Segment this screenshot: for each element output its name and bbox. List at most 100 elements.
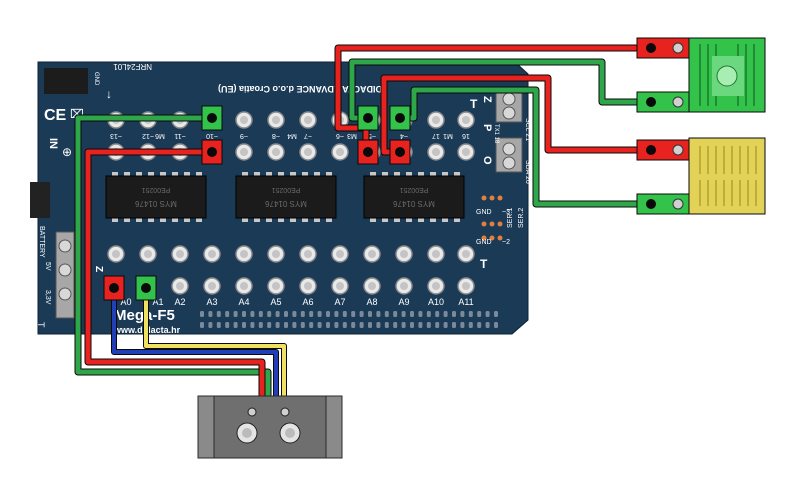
top-pin-label: ~9 (240, 132, 248, 139)
motor-label: M6 (155, 132, 165, 139)
down-arrow: ↓ (106, 87, 112, 101)
v33-label: 3,3V (44, 290, 51, 305)
header-hole (477, 311, 482, 317)
maker-text: DIDACTA ADVANCE d.o.o Croatia (EU) (218, 84, 382, 94)
header-hole (233, 311, 238, 317)
nrf-label: NRF24L01 (113, 62, 152, 71)
header-hole (342, 311, 347, 317)
analog-pin-hole (272, 282, 280, 290)
header-hole (326, 322, 330, 328)
header-hole (452, 322, 456, 328)
ser2-label: SER.2 (518, 208, 525, 228)
header-hole (351, 311, 356, 317)
ce-mark: CE (44, 107, 67, 124)
analog-pin-hole (304, 250, 312, 258)
analog-pin-hole (368, 282, 376, 290)
top-pin-label: ~10 (206, 132, 218, 139)
top-pin-label: ~7 (304, 132, 312, 139)
header-hole (460, 311, 465, 317)
analog-pin-hole (400, 282, 408, 290)
header-hole (359, 311, 364, 317)
header-hole (267, 311, 272, 317)
header-hole (326, 311, 330, 317)
analog-pin-hole (336, 250, 344, 258)
header-hole (376, 311, 381, 317)
analog-pin-hole (176, 250, 184, 258)
header-hole (242, 322, 246, 328)
header-hole (477, 322, 482, 328)
pwm-3-label: ~3 (502, 209, 510, 216)
header-hole (384, 311, 389, 317)
chip-label-2: MYS 01476 (393, 199, 435, 208)
header-hole (284, 322, 288, 328)
top-pin-hole (240, 148, 248, 156)
header-hole (317, 311, 322, 317)
analog-pin-label: A6 (302, 297, 313, 307)
analog-pin-row (107, 245, 475, 295)
header-hole (275, 311, 280, 317)
header-hole (275, 322, 280, 328)
top-pin-hole (432, 148, 440, 156)
header-hole (309, 311, 314, 317)
module-led-right (280, 407, 290, 417)
scl-label: SCL 21 (524, 118, 531, 141)
header-hole (468, 311, 473, 317)
ser1-label: SER.1 (507, 208, 514, 228)
analog-pin-hole (336, 282, 344, 290)
t-label-top: T (470, 97, 478, 111)
header-hole (292, 311, 297, 317)
chip-label-2: MYS 01476 (135, 199, 177, 208)
header-hole (393, 322, 398, 328)
top-pin-label: 17 (432, 132, 440, 139)
header-hole (410, 311, 414, 317)
header-hole (292, 322, 297, 328)
top-pin-hole (336, 148, 344, 156)
header-hole (208, 311, 213, 317)
analog-pin-label: A10 (428, 297, 444, 307)
module-body (197, 395, 343, 459)
header-hole (426, 311, 431, 317)
sda-label: SDA 20 (524, 160, 531, 184)
chip-label-2: MYS 01476 (265, 199, 307, 208)
top-pin-hole (272, 148, 280, 156)
serial-gnd-b: GND (476, 239, 492, 246)
top-pin-hole (240, 116, 248, 124)
header-hole (368, 311, 372, 317)
header-hole (443, 322, 448, 328)
analog-pin-label: A4 (238, 297, 249, 307)
chip-label-1: PE00251 (399, 186, 428, 193)
in-label: IN (47, 138, 59, 149)
header-hole (334, 322, 339, 328)
header-hole (359, 322, 364, 328)
analog-pin-hole (176, 282, 184, 290)
header-hole (494, 311, 498, 317)
serial-pins (481, 195, 503, 241)
top-pin-hole (304, 148, 312, 156)
header-hole (258, 311, 263, 317)
analog-pin-hole (240, 250, 248, 258)
analog-pin-label: A9 (398, 297, 409, 307)
t-label-left: T (36, 322, 46, 328)
analog-pin-hole (432, 282, 440, 290)
top-pin-label: 16 (462, 132, 470, 139)
header-hole (485, 311, 490, 317)
top-pin-label: ~12 (142, 132, 154, 139)
header-hole (494, 322, 498, 328)
analog-pin-hole (462, 250, 470, 258)
p-label: P (481, 124, 493, 131)
header-hole (410, 322, 414, 328)
header-hole (250, 322, 255, 328)
analog-pin-label: A7 (334, 297, 345, 307)
top-pin-label: ~8 (272, 132, 280, 139)
nrf-gnd-label: GND (93, 72, 99, 86)
header-hole (460, 322, 465, 328)
header-hole (376, 322, 381, 328)
header-hole (418, 311, 423, 317)
top-pin-label: ~6 (336, 132, 344, 139)
